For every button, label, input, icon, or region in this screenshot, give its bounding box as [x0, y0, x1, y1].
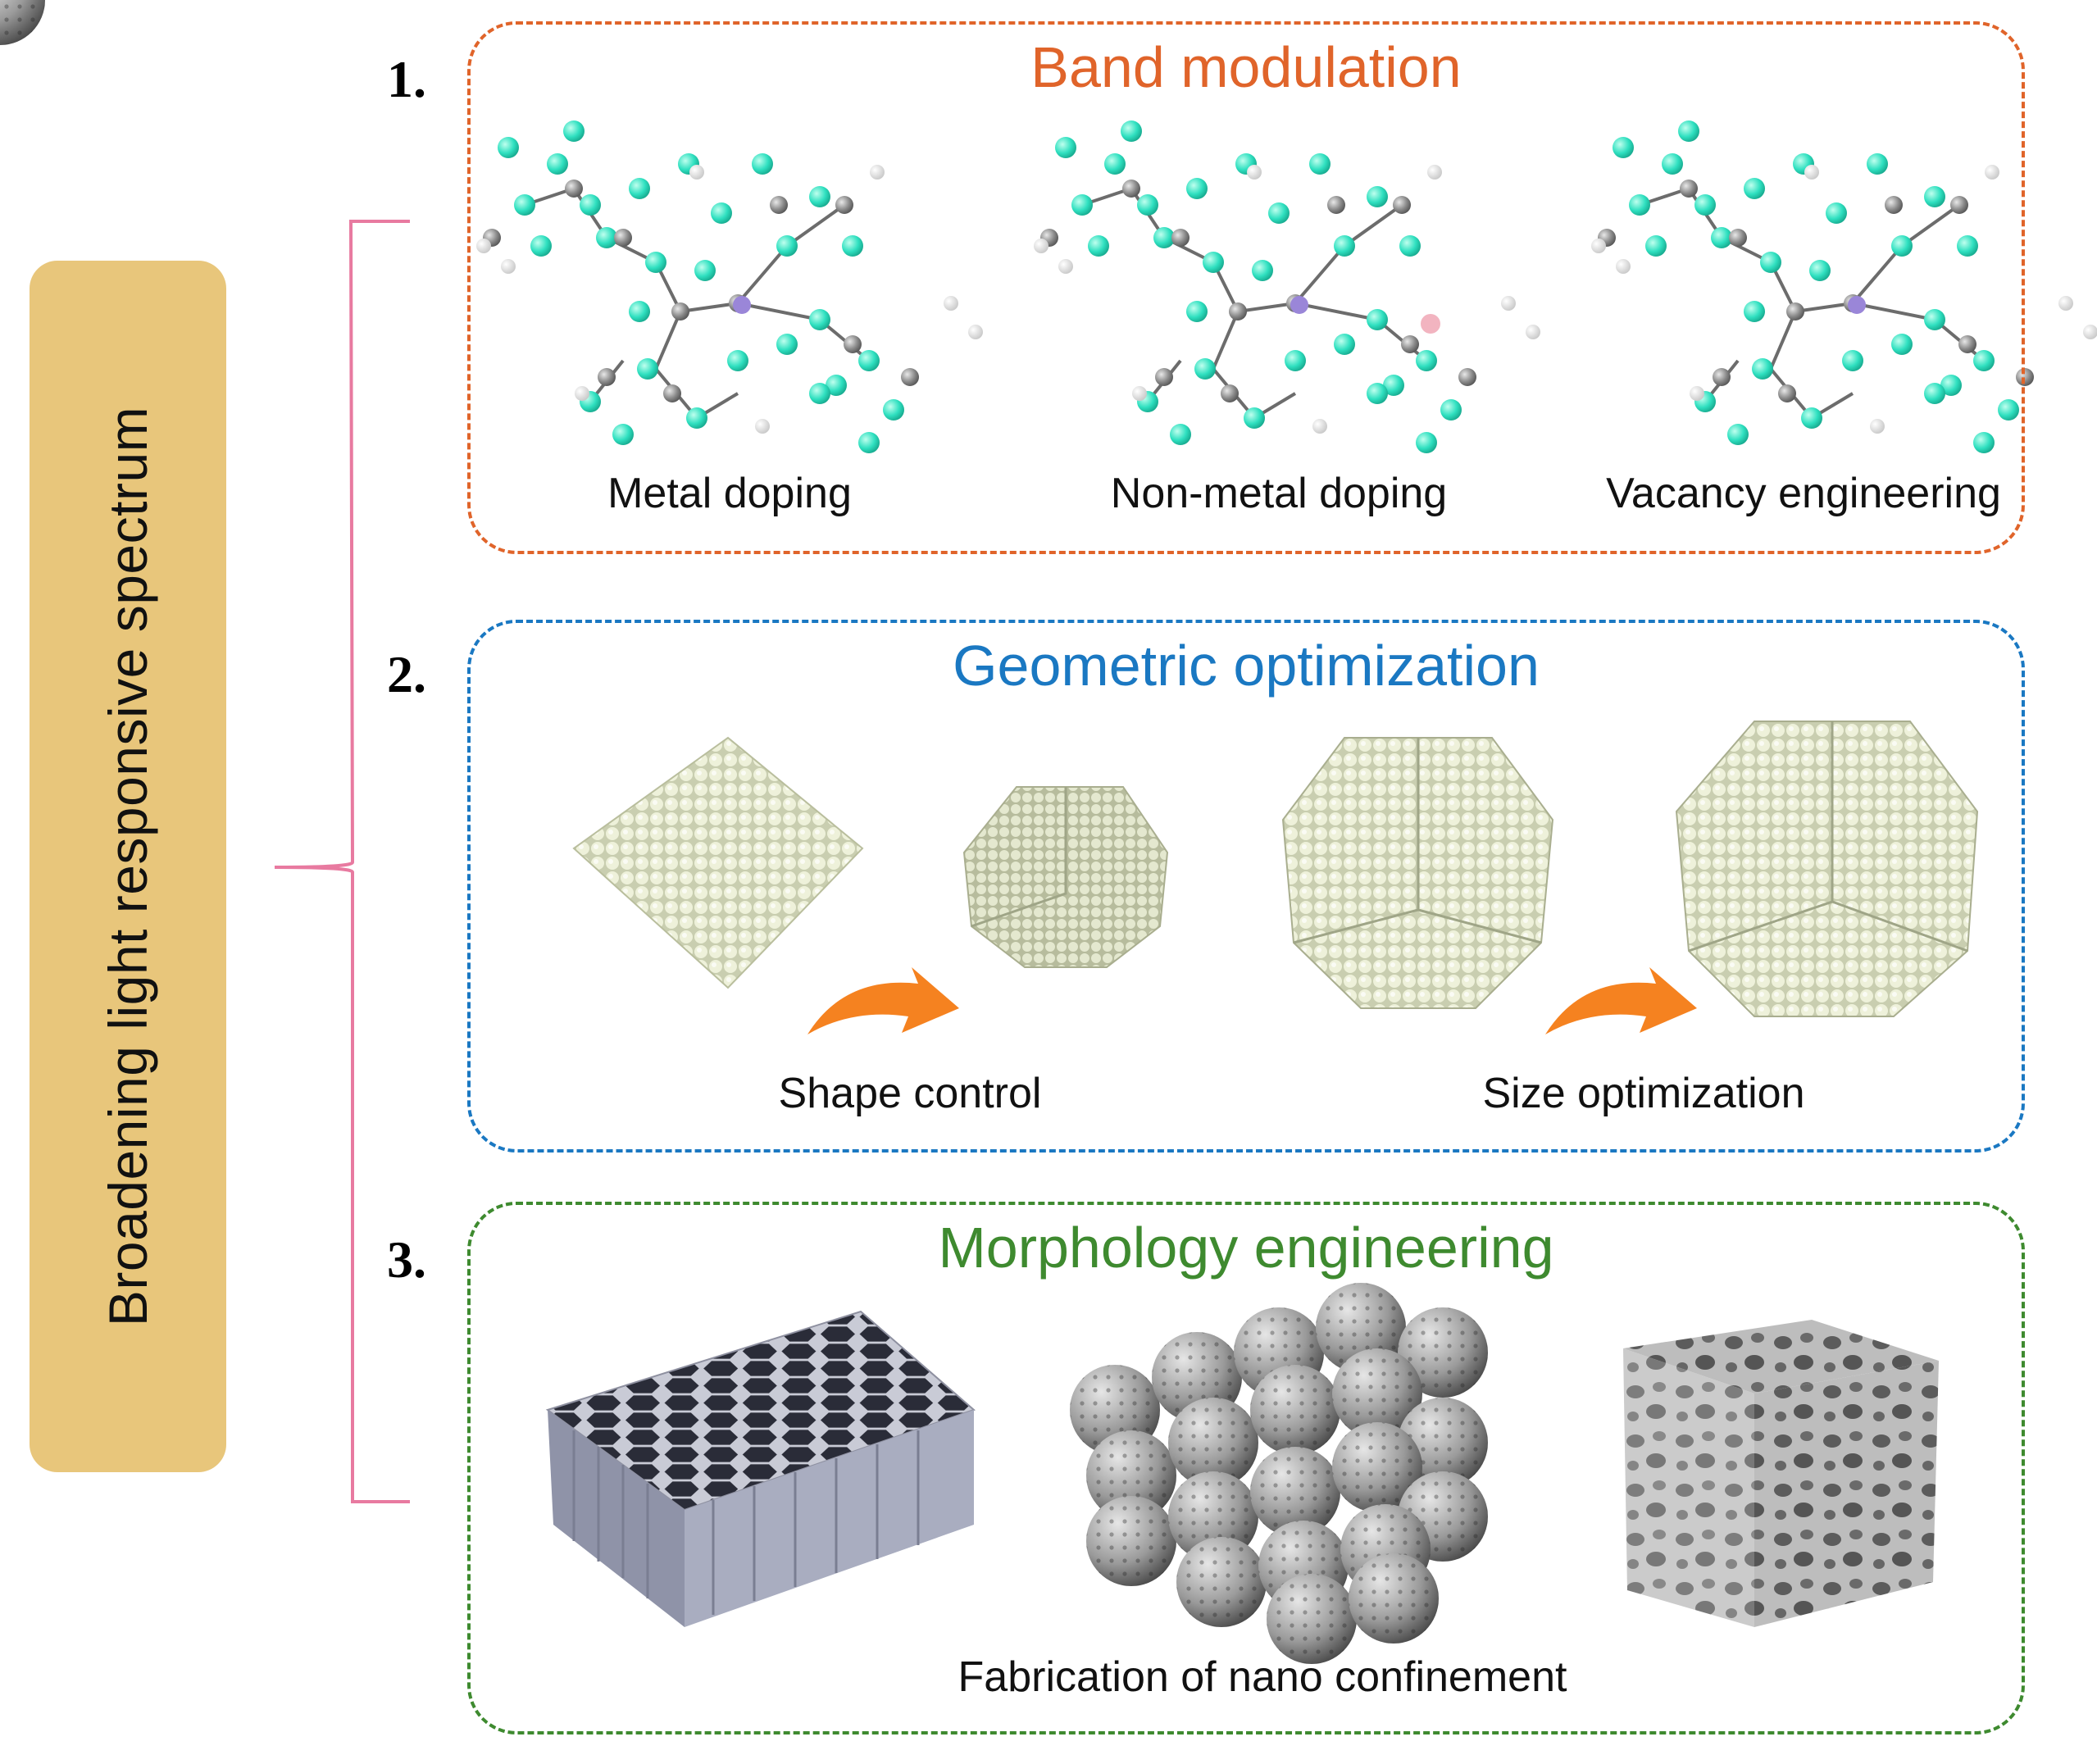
sidebar-label-box: Broadening light responsive spectrum — [30, 261, 226, 1472]
section-number-1: 1. — [387, 50, 426, 108]
panel-title: Band modulation — [1030, 35, 1462, 99]
label-non-metal-doping: Non-metal doping — [1110, 470, 1448, 517]
porous-cube — [1623, 1320, 1939, 1627]
band-modulation-panel: Band modulation — [467, 21, 2025, 554]
section-number-3: 3. — [387, 1230, 426, 1289]
label-shape-control: Shape control — [778, 1070, 1042, 1117]
morphology-engineering-panel: Morphology engineering — [467, 1202, 2025, 1734]
dopant-atom — [1421, 314, 1440, 334]
panel-title: Morphology engineering — [938, 1216, 1554, 1280]
label-vacancy-engineering: Vacancy engineering — [1606, 470, 2001, 517]
label-size-optimization: Size optimization — [1482, 1070, 1805, 1117]
shape-control-arrow-icon — [807, 967, 959, 1034]
geometric-optimization-panel: Geometric optimization — [467, 620, 2025, 1153]
octahedron-particle — [572, 736, 864, 989]
panel-title: Geometric optimization — [953, 634, 1540, 698]
sphere-array — [0, 0, 1488, 1664]
molecule-metal-doping — [476, 120, 983, 453]
label-nano-confinement: Fabrication of nano confinement — [958, 1653, 1567, 1701]
large-polyhedron-particle — [1675, 721, 1979, 1017]
honeycomb-block — [545, 1310, 976, 1627]
section-number-2: 2. — [387, 645, 426, 703]
label-metal-doping: Metal doping — [607, 470, 852, 517]
size-optimization-arrow-icon — [1545, 967, 1697, 1034]
curly-brace — [274, 220, 410, 1503]
